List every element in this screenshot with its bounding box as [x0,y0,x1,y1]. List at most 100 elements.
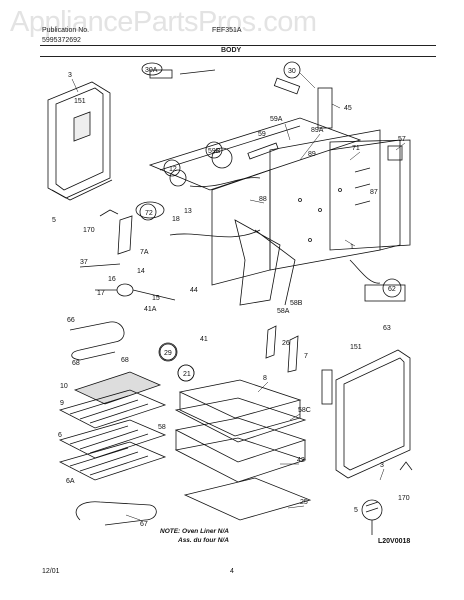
callout-41a: 41A [144,306,157,313]
callout-58a: 58A [277,308,290,315]
callout-3-right: 3 [380,462,384,469]
callout-labels: 3 151 30A 30 45 59A 89A 59 57 71 89 59B … [52,67,410,528]
watermark: AppliancePartsPros.com [10,6,317,38]
callout-10: 10 [60,383,68,390]
part-57 [387,145,403,161]
part-170-left [99,209,119,217]
callout-3-top: 3 [68,72,72,79]
part-59 [247,142,279,160]
callout-30: 30 [288,68,296,75]
callout-5-right: 5 [354,507,358,514]
footer-page: 4 [230,568,234,575]
callout-59b: 59B [208,148,221,155]
callout-57: 57 [398,136,406,143]
bake-element [75,501,157,526]
part-12 [169,169,187,187]
callout-18: 18 [172,216,180,223]
callout-ring-30 [283,61,301,79]
leader-lines [71,72,406,521]
callout-58c: 58C [298,407,311,414]
callout-45: 45 [344,105,352,112]
note-line-2: Ass. du four N/A [178,537,229,544]
callout-30a: 30A [145,67,158,74]
part-7 [287,335,299,373]
part-7a [117,215,133,255]
part-72 [135,201,165,219]
callout-68-left: 68 [72,360,80,367]
callout-ring-72 [139,203,157,221]
callout-13: 13 [184,208,192,215]
callout-25: 25 [300,499,308,506]
callout-7: 7 [304,353,308,360]
back-panel [329,139,411,251]
footer-code: L20V0018 [378,538,411,545]
side-panel-left [47,81,113,201]
callout-59a: 59A [270,116,283,123]
callout-170-right: 170 [398,495,410,502]
callout-29: 29 [164,350,172,357]
callout-17: 17 [97,290,105,297]
callout-16: 16 [108,276,116,283]
callout-42: 42 [297,457,305,464]
part-37 [79,263,121,268]
header-rule-bottom [40,56,436,57]
part-25 [183,477,312,521]
part-45 [317,87,333,129]
callout-ring-30a [141,62,163,76]
callout-15: 15 [152,295,160,302]
leveling-leg-right [361,499,383,535]
callout-44: 44 [190,287,198,294]
part-16 [116,283,134,297]
cabinet-body [211,129,401,286]
callout-68-right: 68 [121,357,129,364]
callout-170-left: 170 [83,227,95,234]
oven-racks [58,371,167,481]
callout-59: 59 [258,131,266,138]
part-29 [158,342,178,362]
side-panel-right [321,349,411,479]
callout-26: 26 [282,340,290,347]
callout-ring-29 [159,343,177,361]
model-number: FEF351A [212,27,242,34]
callout-62: 62 [388,286,396,293]
part-170-right [399,461,413,471]
front-frame [234,219,296,306]
callout-ring-59b [205,141,223,159]
callout-63: 63 [383,325,391,332]
callout-21: 21 [183,371,191,378]
callout-41: 41 [200,336,208,343]
callout-88: 88 [259,196,267,203]
terminal-block [364,284,406,302]
callout-151-top: 151 [74,98,86,105]
callout-ring-21 [177,364,195,382]
callout-37: 37 [80,259,88,266]
callout-ring-62 [382,278,402,298]
callout-87: 87 [370,189,378,196]
footer-date: 12/01 [42,568,60,575]
publication-number: 5995372692 [42,37,81,44]
callout-14: 14 [137,268,145,275]
part-59a [273,77,301,95]
callout-6a: 6A [66,478,75,485]
part-26 [265,325,277,359]
top-frame [148,117,362,191]
callout-67: 67 [140,521,148,528]
callout-89: 89 [308,151,316,158]
broil-element [69,321,125,361]
callout-12: 12 [169,166,177,173]
callout-1: 1 [350,244,354,251]
callout-151-right: 151 [350,344,362,351]
callout-71: 71 [352,145,360,152]
note-line-1: NOTE: Oven Liner N/A [160,528,229,535]
section-title: BODY [221,47,242,54]
callout-9: 9 [60,400,64,407]
callout-89a: 89A [311,127,324,134]
callout-5-left: 5 [52,217,56,224]
callout-72: 72 [145,210,153,217]
publication-label: Publication No. [42,27,90,34]
part-30a [149,69,173,79]
callout-58b: 58B [290,300,303,307]
callout-6: 6 [58,432,62,439]
